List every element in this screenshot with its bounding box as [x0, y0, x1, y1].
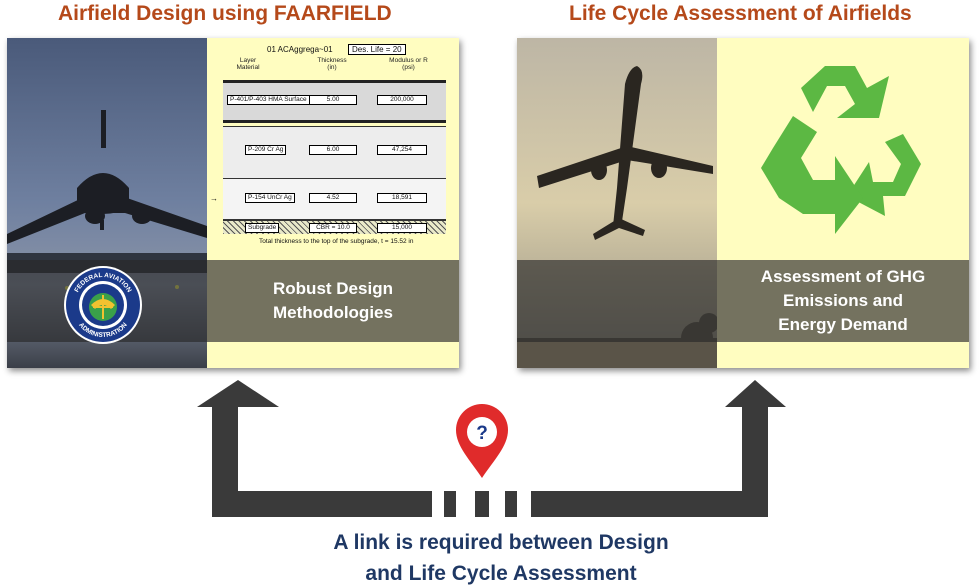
- pin-question-mark: ?: [476, 423, 488, 444]
- connector-dash: [475, 491, 489, 517]
- layer-material: P-209 Cr Ag: [245, 145, 287, 155]
- layer-modulus: 18,591: [377, 193, 427, 203]
- right-heading: Life Cycle Assessment of Airfields: [569, 2, 912, 25]
- layer-thickness: CBR = 10.0: [309, 223, 357, 233]
- link-statement-line: and Life Cycle Assessment: [365, 562, 637, 585]
- caption-band: Assessment of GHG Emissions and Energy D…: [517, 260, 969, 342]
- layer-material: Subgrade: [245, 223, 280, 233]
- layer-thickness: 4.52: [309, 193, 357, 203]
- design-life-box: Des. Life = 20: [348, 44, 406, 55]
- caption-line: Methodologies: [273, 303, 393, 322]
- caption-line: Energy Demand: [778, 315, 908, 334]
- arrow-icon: →: [210, 194, 218, 203]
- total-thickness: Total thickness to the top of the subgra…: [259, 238, 414, 245]
- link-statement: A link is required between Design and Li…: [270, 527, 732, 587]
- connector-bar-right: [531, 491, 768, 517]
- connector-stem-right: [742, 407, 768, 517]
- connector-dash: [505, 491, 517, 517]
- left-caption: Robust Design Methodologies: [207, 260, 459, 342]
- lca-panel: Assessment of GHG Emissions and Energy D…: [517, 38, 969, 368]
- arrow-up-left: [197, 380, 279, 407]
- layer-material: P-154 UnCr Ag: [245, 193, 295, 203]
- photo-overlay: [517, 260, 717, 342]
- layer-subgrade: Subgrade CBR = 10.0 15,000: [223, 220, 446, 234]
- col-header-thickness: Thickness(in): [317, 57, 347, 71]
- left-heading: Airfield Design using FAARFIELD: [58, 2, 392, 25]
- layer-modulus: 47,254: [377, 145, 427, 155]
- faa-seal-icon: FEDERAL AVIATION ADMINISTRATION: [63, 265, 143, 345]
- col-header-modulus: Modulus or R(psi): [389, 57, 428, 71]
- layer-hma: P-401/P-403 HMA Surface 5.00 200,000: [223, 80, 446, 123]
- layer-thickness: 5.00: [309, 95, 357, 105]
- layer-thickness: 6.00: [309, 145, 357, 155]
- connector-arrows: [197, 380, 786, 517]
- layer-subbase: P-154 UnCr Ag 4.52 18,591: [223, 178, 446, 220]
- connector-dash: [444, 491, 456, 517]
- layer-modulus: 200,000: [377, 95, 427, 105]
- connector-bar-left: [212, 491, 432, 517]
- caption-line: Assessment of GHG: [760, 267, 926, 286]
- layer-base: P-209 Cr Ag 6.00 47,254: [223, 126, 446, 178]
- right-caption: Assessment of GHG Emissions and Energy D…: [717, 260, 969, 342]
- recycle-icon: [761, 66, 921, 234]
- link-statement-line: A link is required between Design: [333, 531, 669, 554]
- caption-line: Robust Design: [273, 279, 393, 298]
- faarfield-title: 01 ACAggrega~01: [267, 45, 333, 54]
- arrow-up-right: [725, 380, 786, 407]
- caption-line: Emissions and: [783, 291, 903, 310]
- location-pin-icon: ?: [456, 404, 508, 478]
- layer-modulus: 15,000: [377, 223, 427, 233]
